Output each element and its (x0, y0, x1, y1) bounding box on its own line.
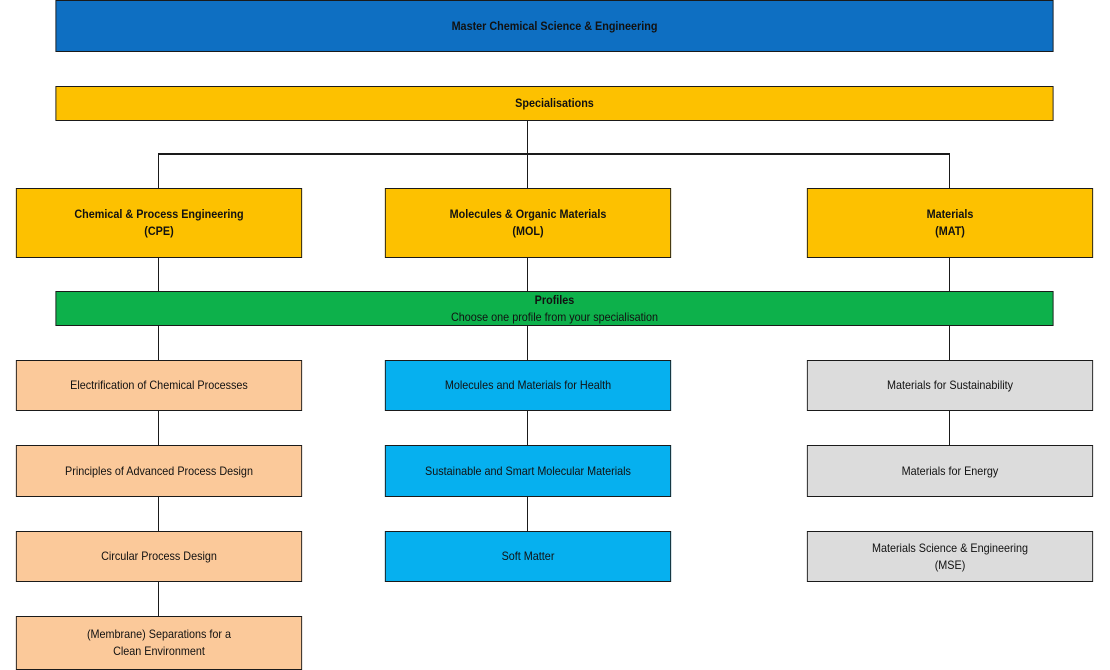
profile-label: Principles of Advanced Process Design (65, 463, 253, 478)
specialisation-name: Materials (926, 207, 974, 221)
connector-line (949, 411, 950, 445)
profile-label: Clean Environment (113, 644, 205, 658)
profile-mat-box: Materials for Sustainability (806, 360, 1094, 411)
profile-mol-box: Soft Matter (384, 531, 672, 582)
profile-label: Materials for Sustainability (886, 378, 1014, 392)
master-programme-title: Master Chemical Science & Engineering (451, 18, 658, 33)
profile-label: Sustainable and Smart Molecular Material… (425, 463, 631, 478)
profiles-title: Profiles (534, 292, 575, 307)
connector-line (527, 326, 528, 360)
profile-cpe-box: Circular Process Design (15, 531, 303, 582)
profile-label: Materials for Energy (901, 463, 999, 478)
profile-label: (MSE) (934, 557, 966, 572)
profile-label: Electrification of Chemical Processes (70, 378, 248, 392)
connector-line (158, 582, 159, 616)
specialisation-mol-box: Molecules & Organic Materials (MOL) (384, 188, 672, 258)
profile-cpe-box: Electrification of Chemical Processes (15, 360, 303, 411)
profile-mat-box: Materials Science & Engineering (MSE) (806, 531, 1094, 582)
connector-line (158, 258, 159, 291)
specialisation-code: (CPE) (144, 224, 174, 238)
connector-line (527, 258, 528, 291)
connector-line (158, 153, 159, 188)
connector-line (527, 411, 528, 445)
connector-line (949, 326, 950, 360)
specialisation-mat-box: Materials (MAT) (806, 188, 1094, 258)
profile-label: (Membrane) Separations for a (86, 627, 232, 641)
connector-line (158, 411, 159, 445)
connector-line (949, 258, 950, 291)
connector-line (949, 153, 950, 188)
specialisations-title: Specialisations (515, 96, 594, 110)
connector-line (527, 153, 528, 188)
profile-cpe-box: (Membrane) Separations for a Clean Envir… (15, 616, 303, 670)
profile-label: Materials Science & Engineering (871, 540, 1029, 555)
connector-line (158, 326, 159, 360)
connector-line (527, 121, 528, 155)
specialisation-code: (MAT) (935, 224, 965, 238)
profiles-subtitle: Choose one profile from your specialisat… (450, 309, 659, 324)
profile-label: Circular Process Design (101, 549, 217, 563)
master-programme-box: Master Chemical Science & Engineering (55, 0, 1054, 52)
specialisations-box: Specialisations (55, 86, 1054, 121)
profile-mat-box: Materials for Energy (806, 445, 1094, 497)
specialisation-name: Chemical & Process Engineering (74, 207, 244, 221)
specialisation-code: (MOL) (512, 224, 544, 238)
connector-line (527, 497, 528, 531)
specialisation-name: Molecules & Organic Materials (449, 207, 607, 221)
connector-line (158, 153, 950, 155)
specialisation-cpe-box: Chemical & Process Engineering (CPE) (15, 188, 303, 258)
profile-mol-box: Molecules and Materials for Health (384, 360, 672, 411)
profile-label: Molecules and Materials for Health (444, 378, 612, 392)
profile-label: Soft Matter (501, 549, 555, 563)
profiles-bar: Profiles Choose one profile from your sp… (55, 291, 1054, 326)
profile-cpe-box: Principles of Advanced Process Design (15, 445, 303, 497)
connector-line (158, 497, 159, 531)
profile-mol-box: Sustainable and Smart Molecular Material… (384, 445, 672, 497)
